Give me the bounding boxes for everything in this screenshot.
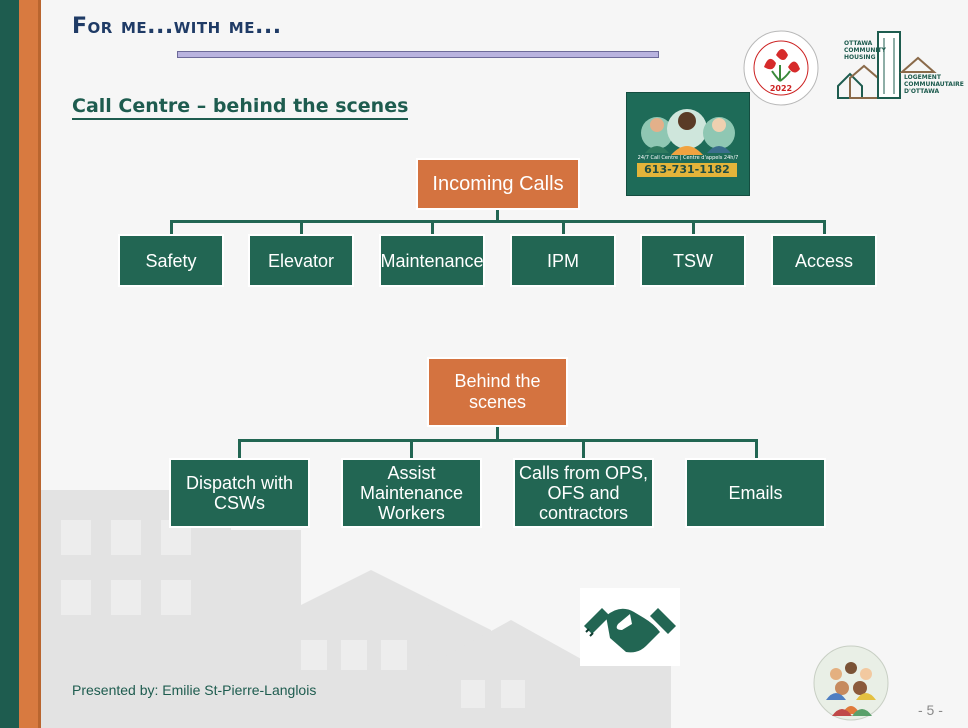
connector-line xyxy=(496,427,499,441)
connector-line xyxy=(238,439,758,442)
connector-line xyxy=(170,220,173,235)
category-box-maintenance: Maintenance xyxy=(379,234,485,287)
slide-title: For me...with me... xyxy=(72,14,282,39)
behind-the-scenes-box: Behind the scenes xyxy=(427,357,568,427)
connector-line xyxy=(431,220,434,235)
left-green-bar xyxy=(0,0,19,728)
connector-line xyxy=(496,210,499,222)
category-box-tsw: TSW xyxy=(640,234,746,287)
connector-line xyxy=(300,220,303,235)
connector-line xyxy=(582,439,585,460)
category-box-access: Access xyxy=(771,234,877,287)
poster-tagline: 24/7 Call Centre | Centre d'appels 24h/7 xyxy=(637,155,739,161)
slide-subtitle: Call Centre – behind the scenes xyxy=(72,95,409,120)
call-agents-illustration xyxy=(641,109,735,155)
och-houses-icon xyxy=(837,31,937,99)
connector-line xyxy=(238,439,241,460)
task-box-assist-maintenance: Assist Maintenance Workers xyxy=(341,458,482,528)
connector-line xyxy=(410,439,413,460)
buildings-background-graphic xyxy=(41,490,671,728)
task-box-calls-ops-ofs: Calls from OPS, OFS and contractors xyxy=(513,458,654,528)
handshake-icon xyxy=(580,588,680,666)
task-box-dispatch: Dispatch with CSWs xyxy=(169,458,310,528)
incoming-calls-box: Incoming Calls xyxy=(416,158,580,210)
connector-line xyxy=(562,220,565,235)
connector-line xyxy=(823,220,826,235)
connector-line xyxy=(170,220,826,223)
poster-phone-number: 613-731-1182 xyxy=(637,163,737,177)
category-box-elevator: Elevator xyxy=(248,234,354,287)
community-people-icon xyxy=(813,645,889,721)
connector-line xyxy=(692,220,695,235)
category-box-safety: Safety xyxy=(118,234,224,287)
page-number: - 5 - xyxy=(918,702,943,718)
left-orange-bar xyxy=(19,0,41,728)
category-box-ipm: IPM xyxy=(510,234,616,287)
award-year: 2022 xyxy=(770,84,792,93)
task-box-emails: Emails xyxy=(685,458,826,528)
top-employer-award-logo: 2022 xyxy=(743,30,819,106)
presenter-footer: Presented by: Emilie St-Pierre-Langlois xyxy=(72,682,317,698)
title-underline-bar xyxy=(177,51,659,58)
connector-line xyxy=(755,439,758,460)
call-centre-poster-image: 24/7 Call Centre | Centre d'appels 24h/7… xyxy=(626,92,750,196)
